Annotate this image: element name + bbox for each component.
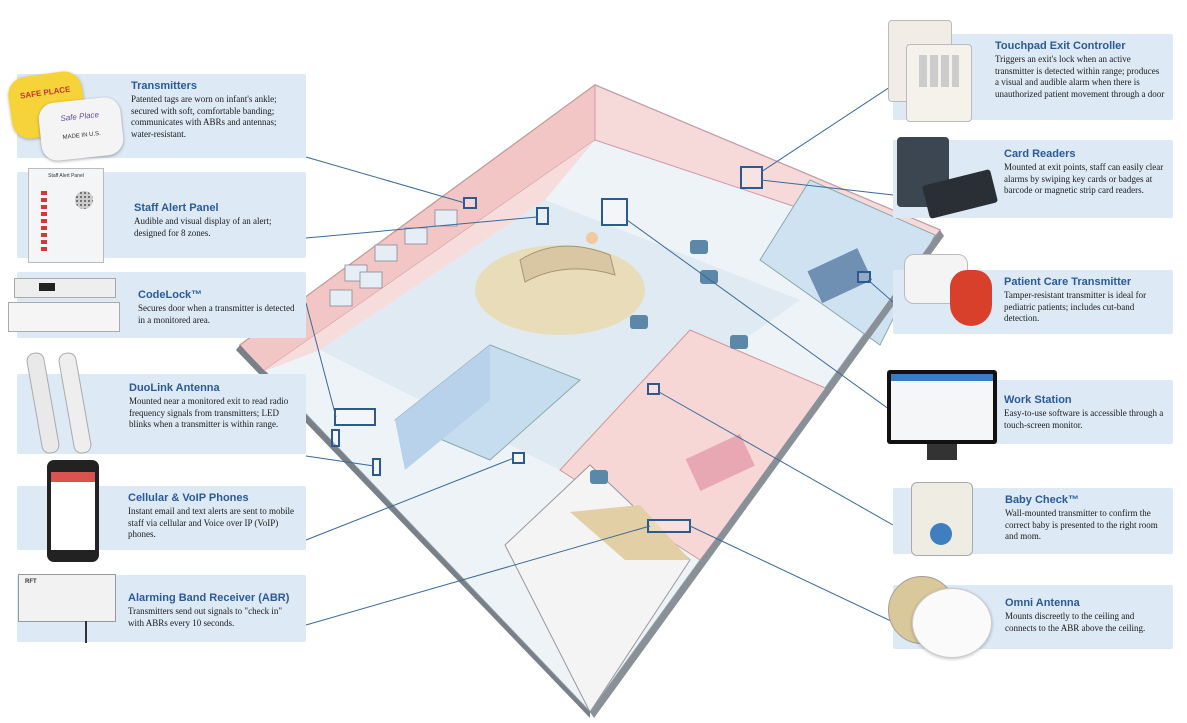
workstation-title: Work Station (1004, 394, 1072, 406)
smartphone-image (47, 460, 99, 562)
omni-title: Omni Antenna (1005, 597, 1080, 609)
staff-alert-text: Audible and visual display of an alert; … (134, 216, 272, 238)
codelock-sensor (39, 283, 55, 291)
hotspot-touchpad[interactable] (740, 166, 763, 189)
patient-care-text: Tamper-resistant transmitter is ideal fo… (1004, 290, 1147, 323)
hotspot-phone[interactable] (512, 452, 525, 464)
hotspot-workstation[interactable] (601, 198, 628, 226)
staff-alert-title: Staff Alert Panel (134, 202, 219, 214)
phones-title: Cellular & VoIP Phones (128, 492, 249, 504)
codelock-plate (8, 302, 120, 332)
hotspot-duolink-2[interactable] (372, 458, 381, 476)
tag-white-sub: MADE IN U.S. (62, 130, 102, 141)
duolink-text: Mounted near a monitored exit to read ra… (129, 396, 289, 429)
baby-check-button (930, 523, 952, 545)
transmitters-text: Patented tags are worn on infant's ankle… (131, 94, 277, 139)
monitor-screen (887, 370, 997, 444)
antenna-stick-1 (25, 351, 61, 455)
codelock-image (8, 276, 120, 336)
hotspot-staff-alert[interactable] (536, 207, 549, 225)
hotspot-codelock[interactable] (334, 408, 376, 426)
hotspot-duolink[interactable] (331, 429, 340, 447)
duolink-title: DuoLink Antenna (129, 382, 220, 394)
abr-device-image: RFT (18, 574, 116, 643)
nursery-floor (262, 140, 595, 372)
baby-check-text: Wall-mounted transmitter to confirm the … (1005, 508, 1158, 541)
baby-check-device-image (911, 482, 973, 556)
hotspot-transmitter[interactable] (463, 197, 477, 209)
monitor-image (887, 370, 997, 462)
patient-care-title: Patient Care Transmitter (1004, 276, 1132, 288)
touchpad-keys (919, 55, 959, 87)
workstation-text: Easy-to-use software is accessible throu… (1004, 408, 1164, 430)
abr-label: RFT (25, 579, 37, 585)
tag-white-label: Safe Place (59, 110, 100, 124)
transmitters-title: Transmitters (131, 80, 198, 92)
antenna-stick-2 (57, 351, 93, 455)
phone-screen (51, 472, 95, 550)
panel-leds (41, 191, 47, 251)
transmitter-tags-image: SAFE PLACE Safe Place MADE IN U.S. (6, 69, 128, 163)
staff-alert-panel-image: Staff Alert Panel (28, 168, 104, 263)
panel-label: Staff Alert Panel (48, 173, 84, 179)
phones-text: Instant email and text alerts are sent t… (128, 506, 294, 539)
nurse-desk (519, 245, 616, 283)
hotspot-omni[interactable] (647, 519, 691, 533)
red-transmitter (950, 270, 992, 326)
nicu-wall (395, 345, 490, 470)
touchpad-text: Triggers an exit's lock when an active t… (995, 54, 1165, 99)
nurse-figure (586, 232, 598, 244)
monitor-toolbar (891, 374, 993, 381)
monitor-stand (927, 444, 957, 460)
omni-antenna-image (888, 570, 998, 660)
abr-text: Transmitters send out signals to "check … (128, 606, 283, 628)
omni-antenna-cover (912, 588, 992, 658)
touchpad-front (906, 44, 972, 122)
abr-title: Alarming Band Receiver (ABR) (128, 592, 290, 604)
panel-speaker (75, 191, 93, 209)
card-reader-image (897, 137, 999, 223)
baby-check-title: Baby Check™ (1005, 494, 1079, 506)
card-readers-text: Mounted at exit points, staff can easily… (1004, 162, 1164, 195)
phone-header-bar (51, 472, 95, 482)
touchpad-image (888, 20, 974, 122)
monitor-display (891, 374, 993, 440)
codelock-title: CodeLock™ (138, 289, 203, 301)
hotspot-babycheck[interactable] (647, 383, 660, 395)
omni-text: Mounts discreetly to the ceiling and con… (1005, 611, 1146, 633)
duolink-antenna-image (25, 351, 110, 455)
patient-care-transmitter-image (904, 250, 1004, 340)
codelock-bar (14, 278, 116, 298)
abr-cable (85, 621, 87, 643)
tag-white: Safe Place MADE IN U.S. (37, 95, 125, 163)
tag-yellow-label: SAFE PLACE (19, 84, 71, 101)
hotspot-patient-transmitter[interactable] (857, 271, 871, 283)
card-readers-title: Card Readers (1004, 148, 1076, 160)
touchpad-title: Touchpad Exit Controller (995, 40, 1126, 52)
codelock-text: Secures door when a transmitter is detec… (138, 303, 295, 325)
